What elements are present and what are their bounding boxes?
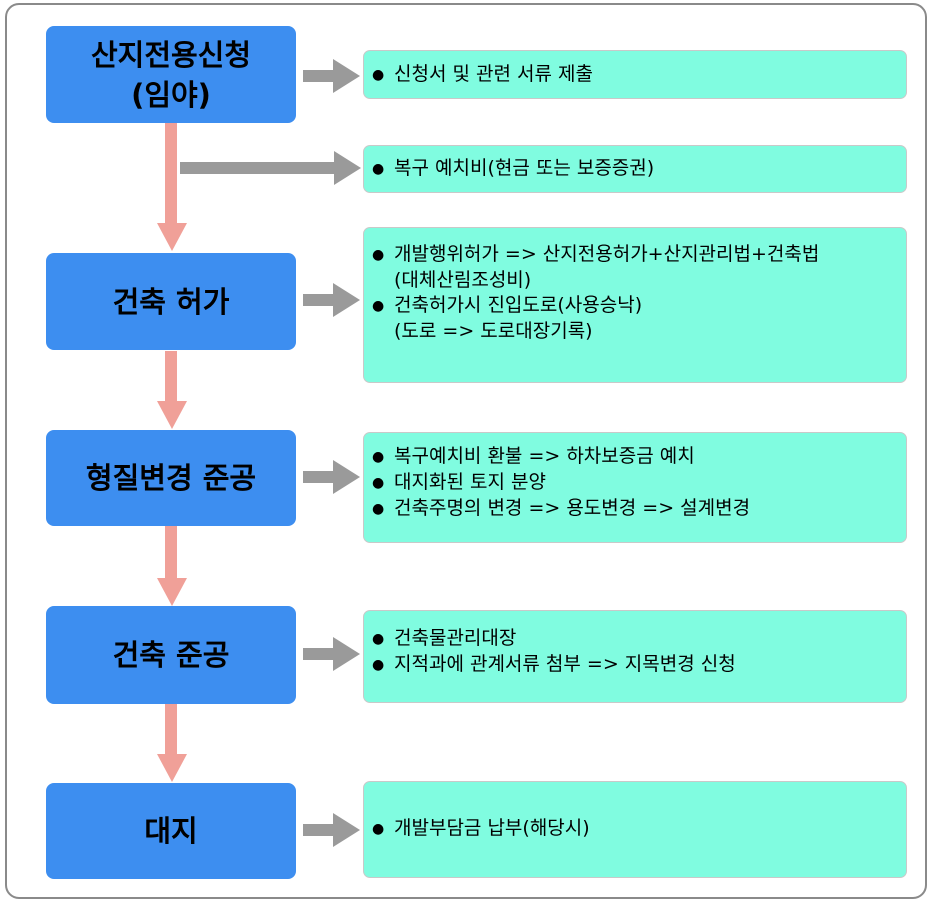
step-label: 건축 허가	[112, 284, 230, 319]
note-application-documents: ●신청서 및 관련 서류 제출	[363, 50, 907, 99]
note-item-continuation: (대체산림조성비)	[394, 269, 532, 291]
step-site: 대지	[46, 783, 296, 879]
step-label: 대지	[144, 814, 198, 848]
note-item: ●신청서 및 관련 서류 제출	[372, 62, 896, 88]
flow-arrow-4	[157, 704, 187, 782]
note-development-charge: ●개발부담금 납부(해당시)	[363, 781, 907, 878]
note-item: ●건축물관리대장	[372, 626, 896, 652]
bullet-icon: ●	[372, 247, 385, 263]
note-item: ●복구 예치비(현금 또는 보증증권)	[372, 156, 896, 182]
note-restoration-deposit: ●복구 예치비(현금 또는 보증증권)	[363, 145, 907, 193]
step-forest-conversion-application: 산지전용신청 (임야)	[46, 26, 296, 123]
note-building-permit: ●개발행위허가 => 산지전용허가+산지관리법+건축법 (대체산림조성비) ●건…	[363, 227, 907, 383]
bullet-icon: ●	[372, 298, 385, 314]
step-label: 산지전용신청	[90, 37, 252, 72]
bullet-icon: ●	[372, 501, 385, 517]
note-item: ●대지화된 토지 분양	[372, 470, 896, 496]
step-building-completion: 건축 준공	[46, 606, 296, 704]
step-building-permit: 건축 허가	[46, 253, 296, 350]
bullet-icon: ●	[372, 821, 385, 837]
note-building-completion: ●건축물관리대장 ●지적과에 관계서류 첨부 => 지목변경 신청	[363, 610, 907, 703]
flow-arrow-1	[157, 123, 187, 251]
bullet-icon: ●	[372, 657, 385, 673]
side-arrow-1	[303, 59, 360, 93]
bullet-icon: ●	[372, 67, 385, 83]
side-arrow-3	[303, 283, 360, 317]
flow-arrow-2	[157, 351, 187, 429]
bullet-icon: ●	[372, 161, 385, 177]
note-item: ●개발행위허가 => 산지전용허가+산지관리법+건축법	[372, 242, 896, 268]
note-item: ●건축허가시 진입도로(사용승낙)	[372, 293, 896, 319]
side-arrow-6	[303, 813, 360, 847]
step-label: 건축 준공	[112, 638, 230, 672]
note-item: ●개발부담금 납부(해당시)	[372, 816, 896, 842]
step-label: (임야)	[131, 77, 211, 112]
note-item: ●복구예치비 환불 => 하차보증금 예치	[372, 444, 896, 470]
side-arrow-4	[303, 460, 360, 494]
bullet-icon: ●	[372, 475, 385, 491]
bullet-icon: ●	[372, 631, 385, 647]
flow-arrow-3	[157, 526, 187, 606]
note-land-change-completion: ●복구예치비 환불 => 하차보증금 예치 ●대지화된 토지 분양 ●건축주명의…	[363, 432, 907, 543]
note-item: ●건축주명의 변경 => 용도변경 => 설계변경	[372, 496, 896, 522]
note-item: ●지적과에 관계서류 첨부 => 지목변경 신청	[372, 652, 896, 678]
side-arrow-5	[303, 637, 360, 671]
note-item-continuation: (도로 => 도로대장기록)	[394, 320, 593, 342]
bullet-icon: ●	[372, 449, 385, 465]
step-land-change-completion: 형질변경 준공	[46, 430, 296, 526]
side-arrow-2	[180, 151, 361, 185]
step-label: 형질변경 준공	[85, 461, 257, 495]
